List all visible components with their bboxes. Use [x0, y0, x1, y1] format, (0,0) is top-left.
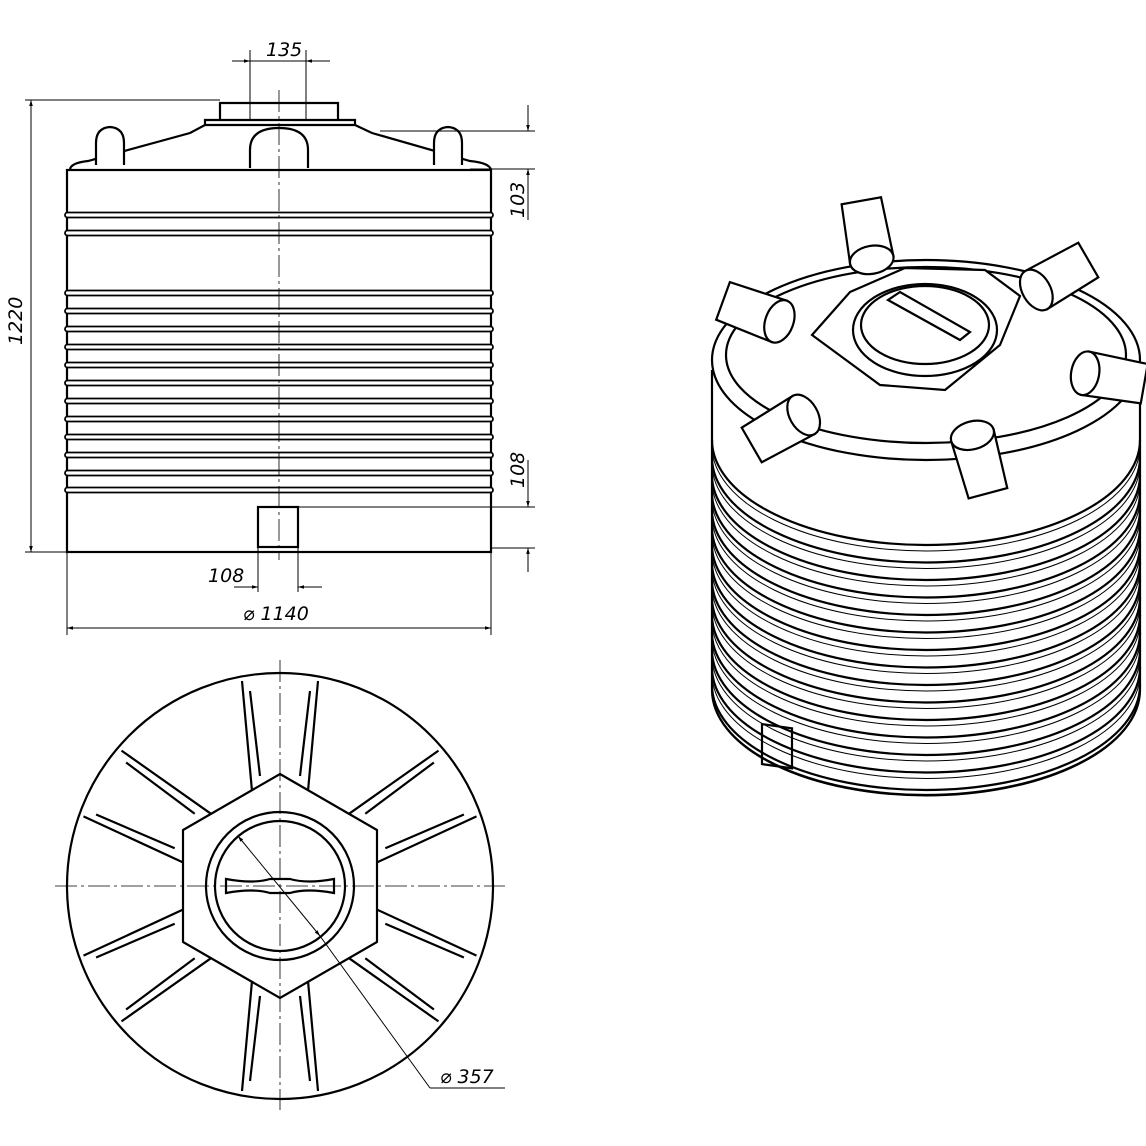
iso-hatch-hexagon — [810, 266, 1022, 392]
iso-outlet — [760, 722, 794, 770]
dim-top-offset: 103 — [507, 182, 529, 218]
iso-rib — [710, 667, 1142, 774]
isometric-view — [710, 196, 1146, 797]
iso-rib-edge — [711, 515, 1141, 622]
iso-rib-edge — [711, 445, 1141, 552]
iso-lug — [949, 419, 1009, 500]
iso-rib — [710, 649, 1142, 757]
iso-lug — [840, 196, 895, 276]
dim-outlet-height: 108 — [507, 452, 529, 488]
iso-rib — [710, 457, 1142, 564]
iso-rib-edge — [711, 480, 1141, 587]
iso-rib-edge — [711, 673, 1141, 779]
iso-rib — [710, 579, 1142, 687]
iso-lug — [1018, 241, 1100, 312]
dim-hatch-diameter: ⌀ 357 — [440, 1066, 494, 1088]
iso-rib-edge — [711, 568, 1141, 674]
iso-rib-edge — [711, 498, 1141, 604]
iso-rib — [710, 544, 1142, 652]
iso-rib — [710, 614, 1142, 722]
iso-lugs — [714, 196, 1146, 500]
iso-hatch-lid — [859, 284, 991, 366]
iso-rib — [710, 492, 1142, 599]
iso-rib-edge — [711, 533, 1141, 639]
iso-roof-edge — [724, 265, 1128, 445]
iso-rib — [710, 527, 1142, 634]
iso-lug — [740, 393, 822, 464]
roof — [68, 123, 493, 171]
roof-lug — [347, 749, 477, 864]
roof-lugs — [83, 680, 477, 1092]
iso-rib-edge — [711, 638, 1141, 744]
outlet-fitting — [256, 505, 300, 549]
dim-outlet-width: 108 — [208, 565, 244, 587]
iso-rib — [710, 597, 1142, 704]
iso-lug — [714, 280, 796, 344]
dim-overall-height: 1220 — [5, 297, 27, 345]
dim-diameter: ⌀ 1140 — [243, 603, 309, 625]
iso-rib — [710, 684, 1142, 792]
iso-rib-edge — [711, 585, 1141, 692]
roof-lug — [240, 980, 320, 1092]
iso-rib — [710, 474, 1142, 582]
lug-left — [94, 125, 126, 165]
iso-body — [710, 370, 1142, 797]
iso-rib-edge — [711, 655, 1141, 762]
iso-rib — [710, 439, 1142, 547]
roof-lug — [240, 680, 320, 792]
iso-lid-handle — [885, 290, 972, 342]
top-view: ⌀ 357 — [55, 660, 505, 1110]
roof-lug — [83, 908, 213, 1023]
hatch-neck — [203, 101, 357, 125]
lug-right — [432, 125, 464, 165]
dim-neck-width: 135 — [266, 39, 302, 61]
iso-rib-edge — [711, 620, 1141, 727]
iso-hatch-rim — [851, 282, 999, 378]
iso-rib-edge — [711, 690, 1141, 797]
iso-ribs — [710, 439, 1142, 797]
front-view: 135 1220 103 108 108 ⌀ 1140 — [5, 39, 535, 635]
iso-lug — [1069, 350, 1146, 405]
iso-rib-edge — [711, 603, 1141, 709]
iso-rib — [710, 632, 1142, 739]
roof-lug — [83, 749, 213, 864]
iso-rib-edge — [711, 550, 1141, 657]
iso-rib-edge — [711, 463, 1141, 569]
iso-rib — [710, 509, 1142, 617]
body-ribs — [64, 211, 494, 494]
roof-lug — [347, 908, 477, 1023]
iso-rib — [710, 562, 1142, 669]
